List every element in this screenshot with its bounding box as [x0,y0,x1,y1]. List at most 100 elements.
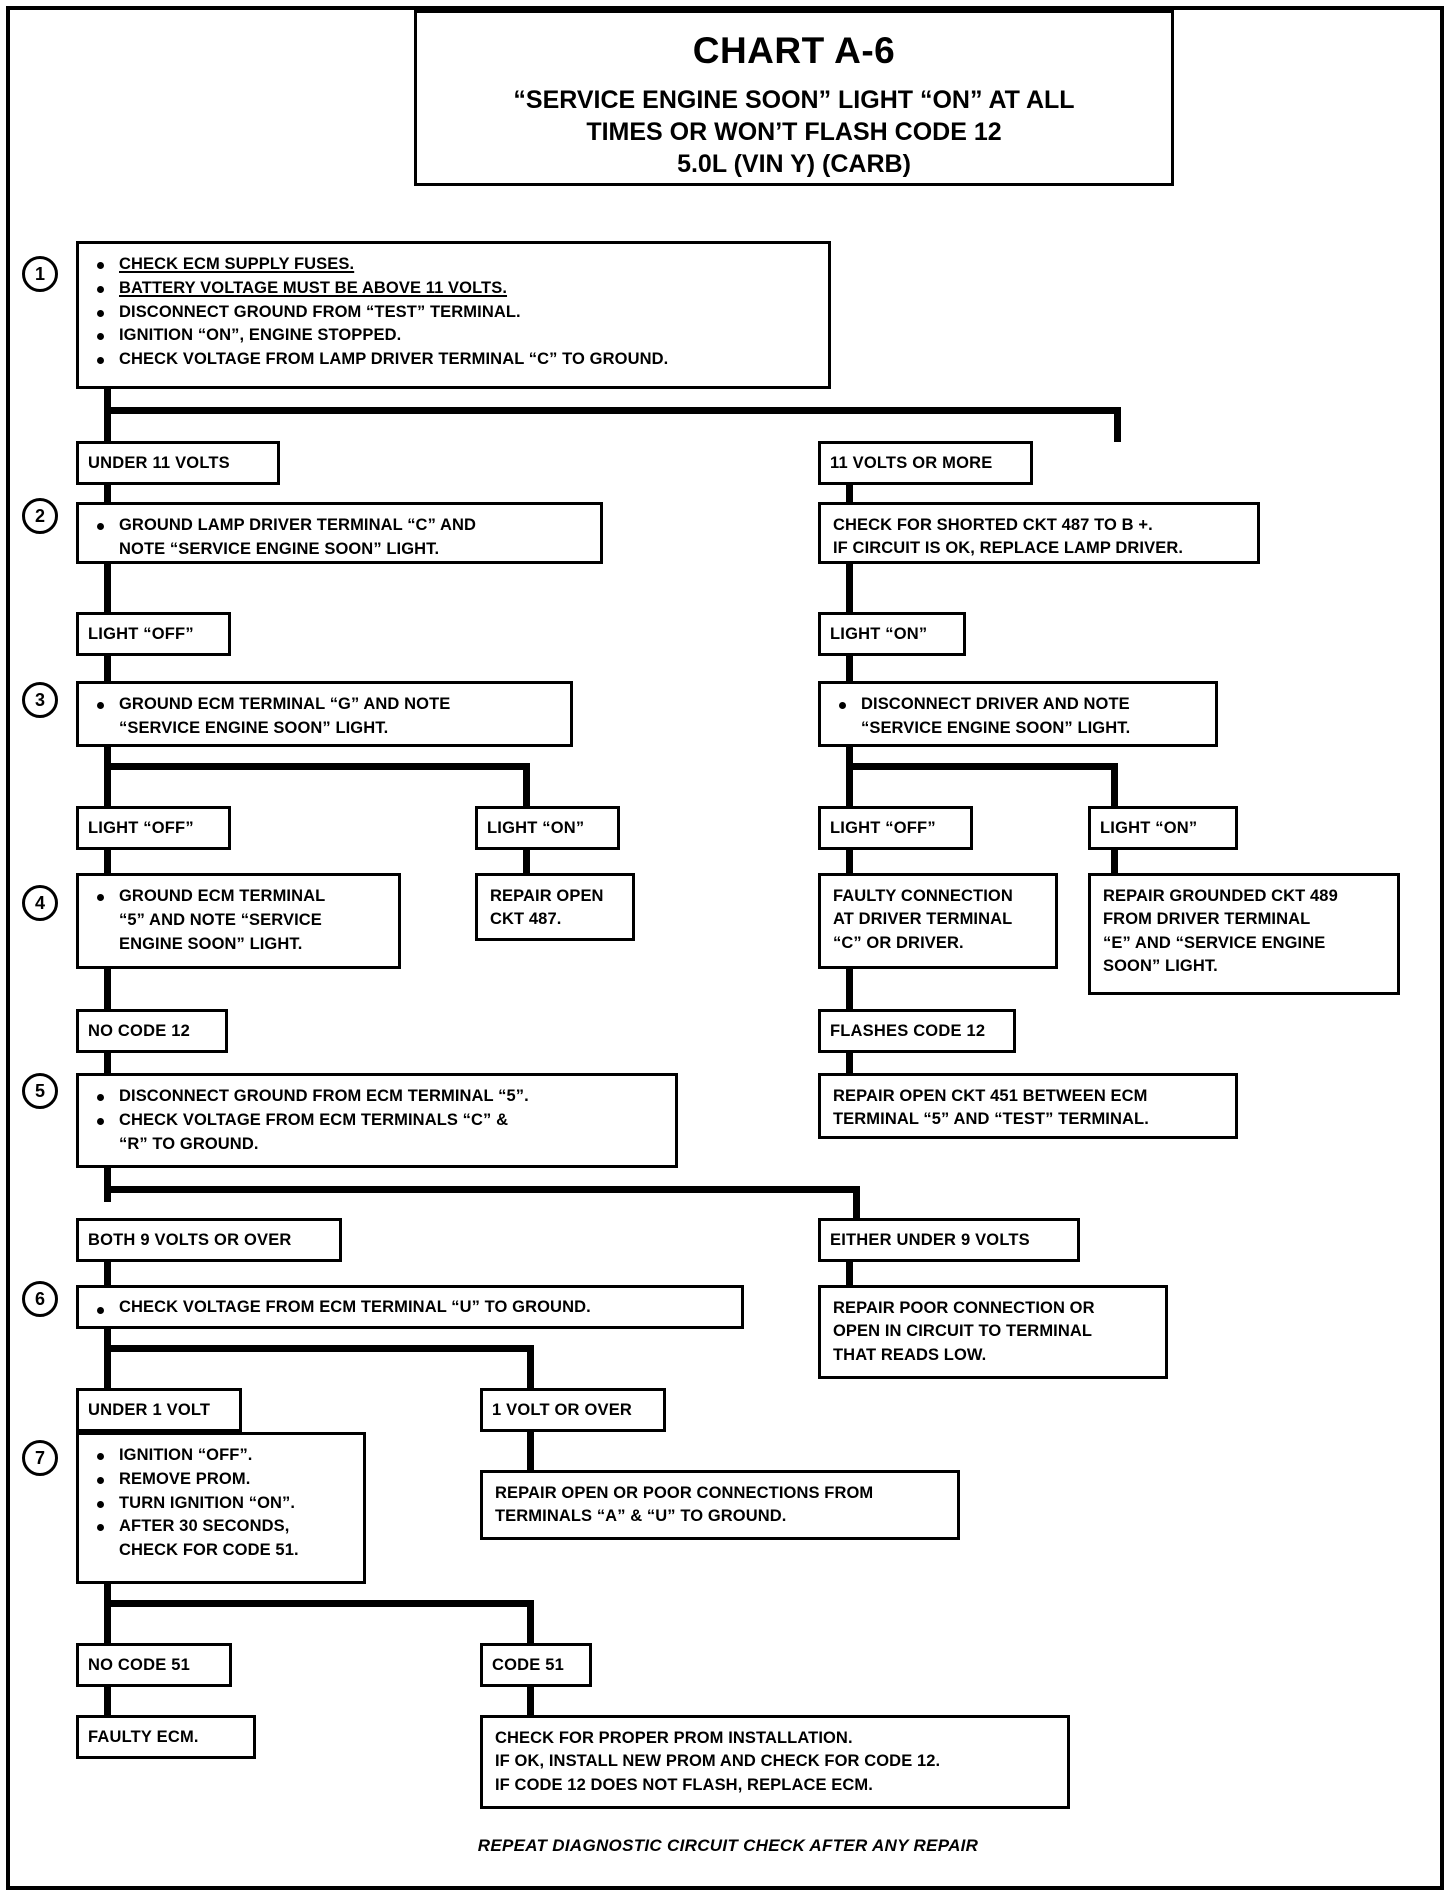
list-item: DISCONNECT GROUND FROM “TEST” TERMINAL. [91,301,818,325]
list-item: AFTER 30 SECONDS, CHECK FOR CODE 51. [91,1515,353,1563]
list-item: DISCONNECT DRIVER AND NOTE “SERVICE ENGI… [833,693,1205,741]
step6-bullet-list: CHECK VOLTAGE FROM ECM TERMINAL “U” TO G… [91,1298,731,1316]
step6-instruction-box: CHECK VOLTAGE FROM ECM TERMINAL “U” TO G… [76,1285,744,1329]
step-number-6: 6 [22,1281,58,1317]
connector-v [853,1186,860,1220]
list-item: GROUND ECM TERMINAL “5” AND NOTE “SERVIC… [91,885,388,956]
connector-v [104,564,111,614]
connector-v [104,763,111,808]
connector-v [527,1345,534,1390]
list-item: REMOVE PROM. [91,1468,353,1492]
connector-v [846,969,853,1011]
connector-v [846,656,853,682]
step3-right-instruction-box: DISCONNECT DRIVER AND NOTE “SERVICE ENGI… [818,681,1218,747]
connector-v [846,850,853,875]
connector-v [846,564,853,614]
connector-v [104,1329,111,1351]
connector-v [104,747,111,769]
connector-v [1111,850,1118,875]
step5-bullet-list: DISCONNECT GROUND FROM ECM TERMINAL “5”.… [91,1085,665,1156]
chart-number: CHART A-6 [692,30,896,71]
connector-v [846,485,853,507]
branch-label-light-on-b: LIGHT “ON” [475,806,620,850]
connector-v [104,656,111,682]
branch-label-light-off-a: LIGHT “OFF” [76,612,231,656]
branch-label-no-code-12: NO CODE 12 [76,1009,228,1053]
chart-title-line-1: “SERVICE ENGINE SOON” LIGHT “ON” AT ALL [513,85,1075,114]
branch-label-no-code-51: NO CODE 51 [76,1643,232,1687]
connector-h [846,763,1118,770]
connector-v [104,1053,111,1075]
step6-result-box: REPAIR POOR CONNECTION OR OPEN IN CIRCUI… [818,1285,1168,1379]
step7-result-box: REPAIR OPEN OR POOR CONNECTIONS FROM TER… [480,1470,960,1540]
result-faulty-ecm-box: FAULTY ECM. [76,1715,256,1759]
connector-v [846,1262,853,1287]
connector-v [104,1584,111,1606]
step-number-3: 3 [22,682,58,718]
step-number-7: 7 [22,1440,58,1476]
branch-label-code-51: CODE 51 [480,1643,592,1687]
branch-label-either-under-9-volts: EITHER UNDER 9 VOLTS [818,1218,1080,1262]
step5-result-box: REPAIR OPEN CKT 451 BETWEEN ECM TERMINAL… [818,1073,1238,1139]
connector-v [104,485,111,507]
page-border [6,6,1444,1890]
branch-label-under-11-volts: UNDER 11 VOLTS [76,441,280,485]
step2-bullet-list: GROUND LAMP DRIVER TERMINAL “C” AND NOTE… [91,514,590,562]
branch-label-flashes-code-12: FLASHES CODE 12 [818,1009,1016,1053]
step3-right-bullet-list: DISCONNECT DRIVER AND NOTE “SERVICE ENGI… [833,693,1205,741]
branch-label-light-on-a: LIGHT “ON” [818,612,966,656]
list-item: GROUND ECM TERMINAL “G” AND NOTE “SERVIC… [91,693,560,741]
step4-faulty-connection-box: FAULTY CONNECTION AT DRIVER TERMINAL “C”… [818,873,1058,969]
step3-left-bullet-list: GROUND ECM TERMINAL “G” AND NOTE “SERVIC… [91,693,560,741]
step1-bullet-list: CHECK ECM SUPPLY FUSES. BATTERY VOLTAGE … [91,253,818,372]
branch-label-light-off-b: LIGHT “OFF” [76,806,231,850]
connector-v [527,1600,534,1645]
step4-bullet-list: GROUND ECM TERMINAL “5” AND NOTE “SERVIC… [91,885,388,956]
step-number-5: 5 [22,1073,58,1109]
connector-v [1114,407,1121,442]
branch-label-both-9-volts-or-over: BOTH 9 VOLTS OR OVER [76,1218,342,1262]
connector-v [846,1053,853,1075]
chart-title-line-2: TIMES OR WON’T FLASH CODE 12 [586,117,1002,146]
step4-repair-grounded-box: REPAIR GROUNDED CKT 489 FROM DRIVER TERM… [1088,873,1400,995]
connector-h [104,763,530,770]
chart-title-line-3: 5.0L (VIN Y) (CARB) [677,149,911,178]
connector-v [846,747,853,769]
connector-h [104,1186,860,1193]
connector-v [523,763,530,808]
connector-v [527,1432,534,1472]
step3-left-instruction-box: GROUND ECM TERMINAL “G” AND NOTE “SERVIC… [76,681,573,747]
list-item: CHECK VOLTAGE FROM ECM TERMINALS “C” & “… [91,1109,665,1157]
step1-instruction-box: CHECK ECM SUPPLY FUSES. BATTERY VOLTAGE … [76,241,831,389]
connector-v [104,389,111,413]
connector-v [104,1345,111,1390]
connector-v [104,407,111,442]
list-item: DISCONNECT GROUND FROM ECM TERMINAL “5”. [91,1085,665,1109]
list-item: IGNITION “ON”, ENGINE STOPPED. [91,324,818,348]
chart-title-block: CHART A-6 “SERVICE ENGINE SOON” LIGHT “O… [414,10,1174,186]
step7-instruction-box: IGNITION “OFF”. REMOVE PROM. TURN IGNITI… [76,1432,366,1584]
branch-label-11-volts-or-more: 11 VOLTS OR MORE [818,441,1033,485]
step2-result-box: CHECK FOR SHORTED CKT 487 TO B +. IF CIR… [818,502,1260,564]
list-item: CHECK ECM SUPPLY FUSES. [91,253,818,277]
branch-label-light-on-c: LIGHT “ON” [1088,806,1238,850]
list-item: CHECK VOLTAGE FROM ECM TERMINAL “U” TO G… [91,1298,731,1316]
step4-repair-open-box: REPAIR OPEN CKT 487. [475,873,635,941]
branch-label-light-off-c: LIGHT “OFF” [818,806,973,850]
connector-h [104,1345,534,1352]
list-item: GROUND LAMP DRIVER TERMINAL “C” AND NOTE… [91,514,590,562]
connector-v [104,1262,111,1287]
connector-v [104,1687,111,1717]
list-item: BATTERY VOLTAGE MUST BE ABOVE 11 VOLTS. [91,277,818,301]
step5-instruction-box: DISCONNECT GROUND FROM ECM TERMINAL “5”.… [76,1073,678,1168]
step2-instruction-box: GROUND LAMP DRIVER TERMINAL “C” AND NOTE… [76,502,603,564]
step-number-2: 2 [22,498,58,534]
branch-label-1-volt-or-over: 1 VOLT OR OVER [480,1388,666,1432]
connector-v [523,850,530,875]
list-item: IGNITION “OFF”. [91,1444,353,1468]
connector-v [104,1600,111,1645]
list-item: CHECK VOLTAGE FROM LAMP DRIVER TERMINAL … [91,348,818,372]
connector-v [1111,763,1118,808]
footer-note: REPEAT DIAGNOSTIC CIRCUIT CHECK AFTER AN… [477,1836,979,1855]
